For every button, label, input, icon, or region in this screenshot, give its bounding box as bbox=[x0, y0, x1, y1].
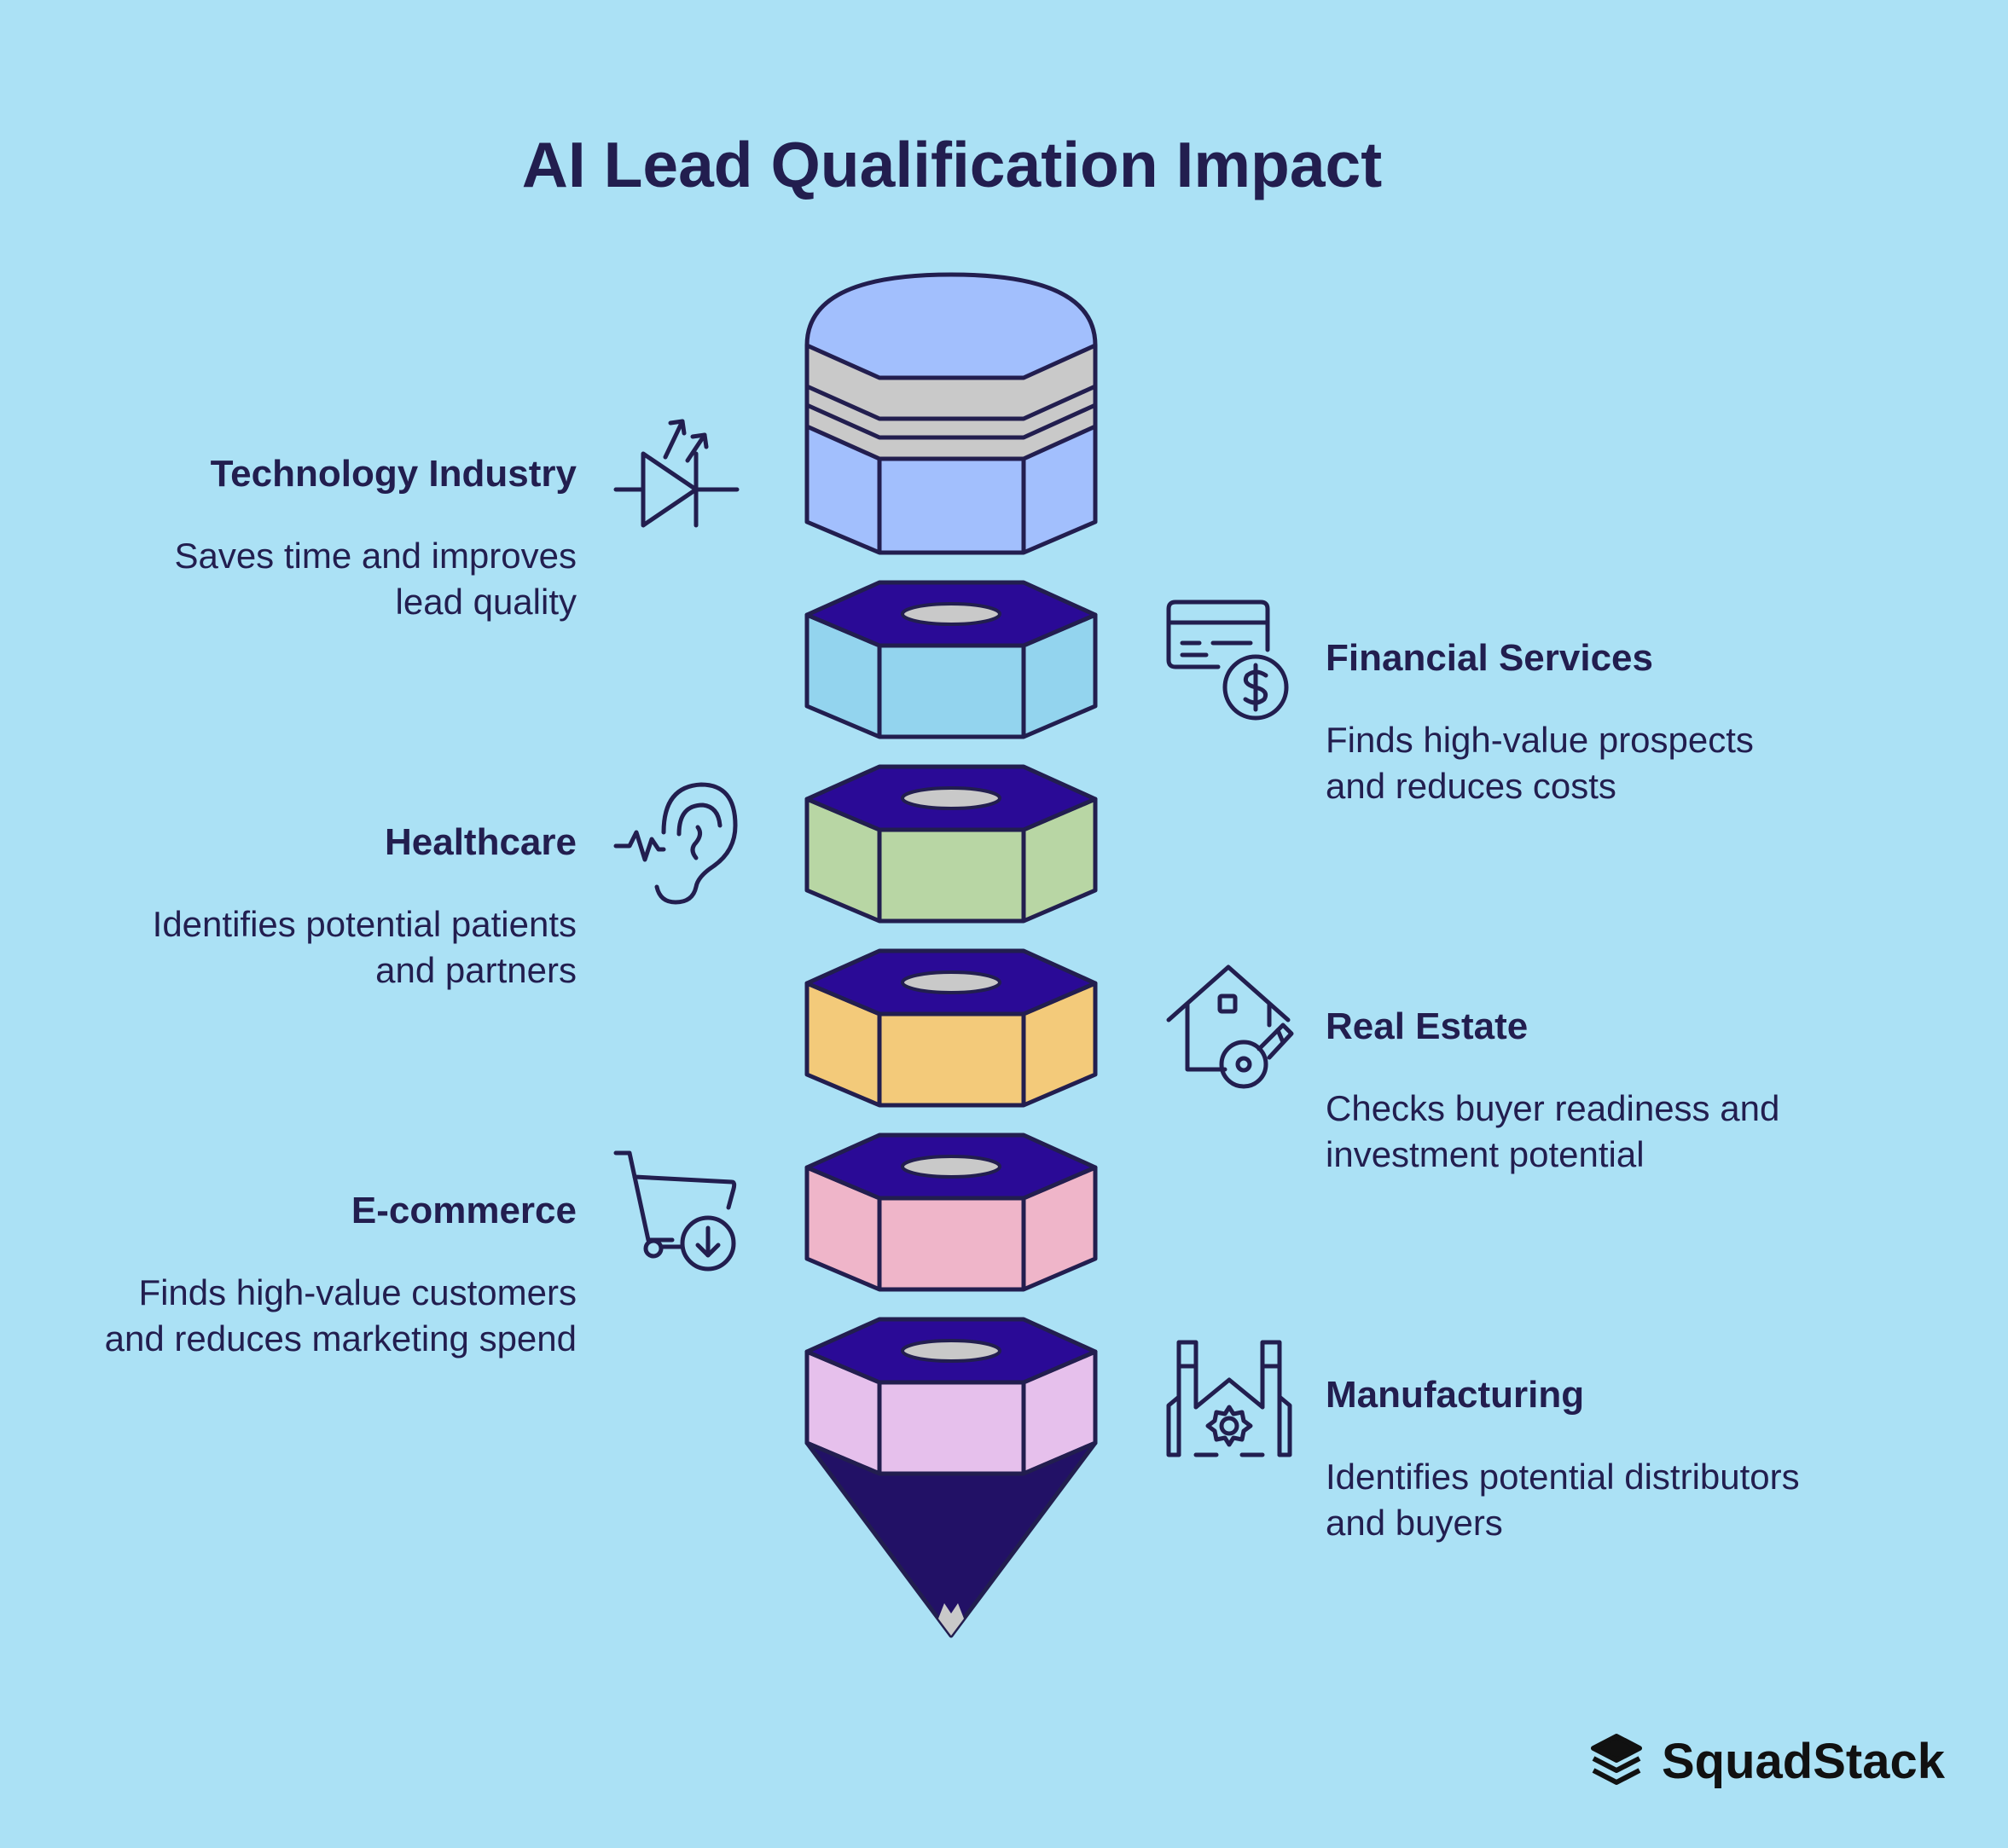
stack-layers-icon bbox=[1590, 1733, 1643, 1790]
entry-title: E-commerce bbox=[351, 1190, 577, 1231]
entry-financial-services: Financial Services Finds high-value pros… bbox=[1326, 636, 1940, 809]
pencil-lead bbox=[938, 1603, 964, 1636]
pencil-tip bbox=[804, 1440, 1098, 1638]
entry-manufacturing: Manufacturing Identifies potential distr… bbox=[1326, 1373, 1940, 1546]
entry-technology: Technology Industry Saves time and impro… bbox=[0, 452, 577, 625]
pencil-segment-real-estate bbox=[804, 948, 1098, 1108]
entry-title: Manufacturing bbox=[1326, 1374, 1585, 1416]
page-title: AI Lead Qualification Impact bbox=[521, 129, 1383, 200]
entry-title: Financial Services bbox=[1326, 637, 1653, 679]
pencil-segment-healthcare bbox=[804, 764, 1098, 924]
entry-title: Technology Industry bbox=[210, 453, 577, 495]
diode-icon bbox=[612, 418, 740, 529]
cart-download-icon bbox=[612, 1148, 740, 1276]
pencil-ferrule bbox=[804, 343, 1098, 461]
credit-card-dollar-icon bbox=[1165, 599, 1293, 721]
entry-title: Healthcare bbox=[384, 821, 577, 863]
pencil-segment-financial bbox=[804, 580, 1098, 739]
pencil-segment-manufacturing bbox=[804, 1317, 1098, 1476]
house-key-icon bbox=[1165, 964, 1294, 1092]
factory-gear-icon bbox=[1165, 1335, 1293, 1458]
pencil-segment-ecommerce bbox=[804, 1133, 1098, 1292]
ear-icon bbox=[612, 781, 740, 905]
logo-text: SquadStack bbox=[1662, 1733, 1945, 1789]
entry-title: Real Estate bbox=[1326, 1005, 1529, 1047]
squadstack-logo: SquadStack bbox=[1590, 1733, 1945, 1790]
entry-healthcare: Healthcare Identifies potential patients… bbox=[0, 820, 577, 994]
